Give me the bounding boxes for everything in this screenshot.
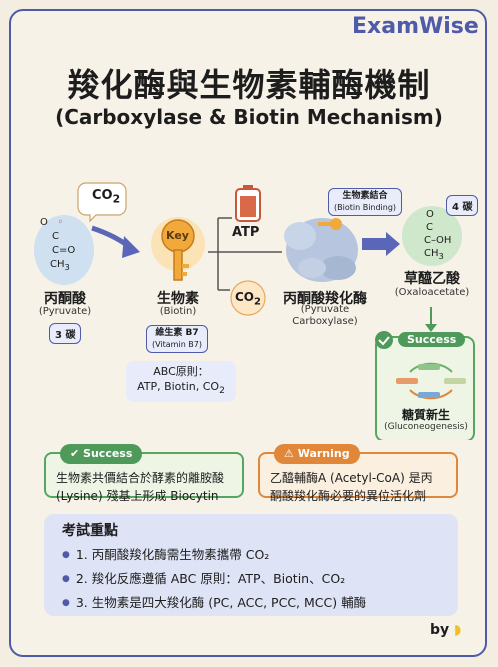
exam-key-points: 考試重點 1. 丙酮酸羧化酶需生物素攜帶 CO₂ 2. 羧化反應遵循 ABC 原… <box>44 514 458 616</box>
pyruvate-carbon-count: 3 碳 <box>49 323 82 344</box>
co2-speech-bubble <box>77 182 127 223</box>
arrowhead-biotin <box>122 236 140 258</box>
atp-label: ATP <box>232 225 260 240</box>
success-note-panel: ✔ Success 生物素共價結合於酵素的離胺酸 (Lysine) 殘基上形成 … <box>44 444 244 503</box>
pyruvate-label-en: (Pyruvate) <box>38 306 92 317</box>
abc-principle-box: ABC原則： ATP, Biotin, CO2 <box>126 361 236 402</box>
reaction-branch-line <box>208 217 282 291</box>
signature: by ◗ <box>430 622 462 638</box>
pyruvate-blob <box>34 215 94 285</box>
battery-icon <box>235 185 261 222</box>
exam-point: 1. 丙酮酸羧化酶需生物素攜帶 CO₂ <box>62 544 440 568</box>
success-note-line-2: (Lysine) 殘基上形成 Biocytin <box>56 489 219 503</box>
page-subtitle: (Carboxylase & Biotin Mechanism) <box>55 105 443 129</box>
enzyme-blob <box>284 218 358 282</box>
co2-label-left: CO2 <box>92 188 121 206</box>
biotin-label-en: (Biotin) <box>159 306 197 317</box>
co2-label-right: CO2 <box>235 290 261 308</box>
warning-note-line-2: 酮酸羧化酶必要的異位活化劑 <box>270 489 427 503</box>
gluconeogenesis-label-en: (Gluconeogenesis) <box>384 422 468 432</box>
key-label: Key <box>166 229 189 242</box>
key-icon <box>161 219 195 281</box>
page-title: 羧化酶與生物素輔酶機制 <box>67 66 431 104</box>
exam-title: 考試重點 <box>62 523 118 539</box>
warning-note-line-1: 乙醯輔酶A (Acetyl-CoA) 是丙 <box>270 471 433 485</box>
exam-point: 3. 生物素是四大羧化酶 (PC, ACC, PCC, MCC) 輔酶 <box>62 592 440 616</box>
enzyme-label-en: (Pyruvate Carboxylase) <box>292 304 358 327</box>
pyruvate-label-zh: 丙酮酸 <box>44 291 86 307</box>
vitamin-b7-tag: 維生素 B7 (Vitamin B7) <box>146 325 209 353</box>
banana-icon: ◗ <box>454 622 462 638</box>
success-badge-gluconeogenesis: Success <box>398 332 466 347</box>
success-badge: ✔ Success <box>60 444 143 464</box>
warning-note-panel: ⚠ Warning 乙醯輔酶A (Acetyl-CoA) 是丙 酮酸羧化酶必要的… <box>258 444 458 503</box>
warning-badge: ⚠ Warning <box>274 444 360 464</box>
oxaloacetate-label-zh: 草醯乙酸 <box>404 271 460 287</box>
arrow-enzyme-to-oxaloacetate <box>362 232 400 256</box>
biotin-binding-tag: 生物素結合 (Biotin Binding) <box>328 188 403 216</box>
oxaloacetate-carbon-count: 4 碳 <box>446 195 479 216</box>
success-note-line-1: 生物素共價結合於酵素的離胺酸 <box>56 471 225 485</box>
brand-logo: ExamWise <box>352 14 479 39</box>
enzyme-label-zh: 丙酮酸羧化酶 <box>283 291 367 307</box>
enzyme-key-icon <box>318 218 342 230</box>
mechanism-diagram <box>34 182 475 440</box>
oxaloacetate-formula: O C C–OH CH3 <box>424 209 452 261</box>
check-circle-icon <box>375 331 393 349</box>
gluconeogenesis-label-zh: 糖質新生 <box>401 408 450 422</box>
oxaloacetate-blob <box>402 206 462 266</box>
cycle-diagram <box>396 362 466 400</box>
exam-point: 2. 羧化反應遵循 ABC 原則：ATP、Biotin、CO₂ <box>62 568 440 592</box>
oxaloacetate-label-en: (Oxaloacetate) <box>394 287 470 298</box>
pyruvate-formula: O ◦ C C=O CH3 <box>40 217 76 272</box>
biotin-label-zh: 生物素 <box>157 291 199 307</box>
co2-released-bubble <box>230 280 266 316</box>
